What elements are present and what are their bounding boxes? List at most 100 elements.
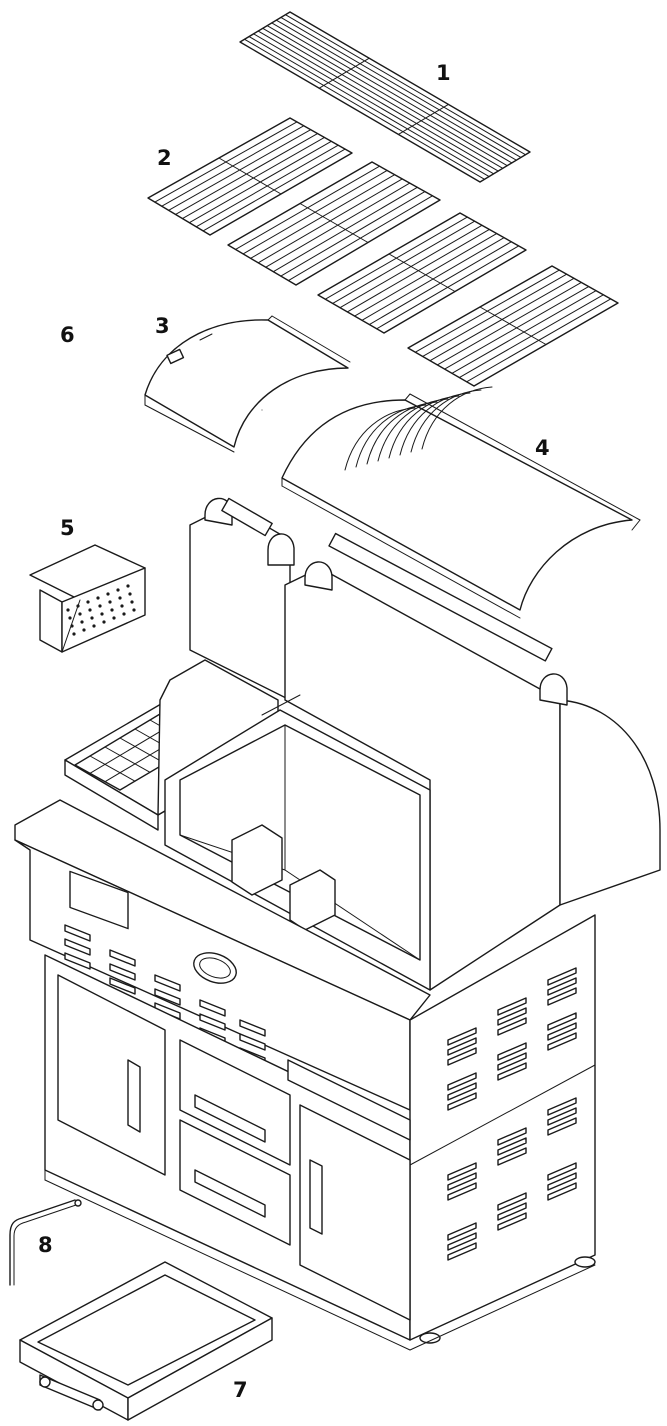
side-vent (447, 1037, 477, 1056)
front-vent (239, 1033, 266, 1051)
side-vent (497, 1127, 527, 1146)
tray-hole (100, 612, 104, 616)
front-vent (64, 938, 91, 956)
side-vent (547, 1012, 577, 1031)
grate-bar (299, 203, 369, 243)
tray-hole (116, 588, 120, 592)
tray-hole (82, 628, 86, 632)
side-vent (497, 1202, 527, 1221)
side-vent (447, 1047, 477, 1066)
front-vent (154, 988, 181, 1006)
grate-bar (257, 30, 499, 172)
side-vent (447, 1072, 477, 1091)
front-vent (64, 952, 91, 970)
tray-hole (112, 616, 116, 620)
label-part-8: 8 (38, 1233, 53, 1257)
side-vent (447, 1092, 477, 1111)
side-vent (497, 1062, 527, 1081)
side-vent (497, 1007, 527, 1026)
tray-hole (76, 604, 80, 608)
tray-hole (126, 584, 130, 588)
grate-bar (244, 38, 486, 180)
label-part-6-visible: 6 (60, 323, 75, 347)
front-vent (154, 974, 181, 992)
grate-bar (479, 306, 547, 345)
tray-hole (98, 604, 102, 608)
side-vent (547, 1032, 577, 1051)
grate-bar (388, 253, 456, 292)
side-vent (497, 1042, 527, 1061)
label-part-4: 4 (535, 436, 550, 460)
tray-hole (66, 608, 70, 612)
side-vent (547, 1097, 577, 1116)
tray-hole (102, 620, 106, 624)
tray-hole (120, 604, 124, 608)
front-vent (239, 1019, 266, 1037)
tray-hole (86, 600, 90, 604)
side-vent (497, 1052, 527, 1071)
grate-bar (284, 14, 526, 156)
grate-bar (218, 157, 282, 195)
grate-bar (104, 746, 151, 773)
side-vent (547, 1107, 577, 1126)
tray-hole (132, 608, 136, 612)
label-part-7: 7 (233, 1378, 248, 1402)
tray-hole (96, 596, 100, 600)
tray-hole (110, 608, 114, 612)
front-vent (109, 963, 136, 981)
tray-hole (122, 612, 126, 616)
side-vent (497, 1137, 527, 1156)
tray-hole (78, 612, 82, 616)
grate-bar (262, 27, 504, 169)
cooking-grate-3 (317, 212, 527, 334)
grate-bar (119, 737, 166, 764)
side-vent (547, 1172, 577, 1191)
front-vent (109, 977, 136, 995)
tray-hole (106, 592, 110, 596)
side-vent (447, 1082, 477, 1101)
side-vent (547, 1117, 577, 1136)
part-7-drip-tray (19, 1261, 273, 1421)
tray-hole (90, 616, 94, 620)
tray-hole (108, 600, 112, 604)
part-4-large-heat-shield (281, 386, 641, 619)
part-3-small-heat-shield (144, 315, 351, 453)
vent-slot (421, 386, 493, 450)
tray-hole (70, 624, 74, 628)
side-vent (447, 1232, 477, 1251)
side-vent (497, 1212, 527, 1231)
side-vent (547, 1162, 577, 1181)
part-6-grill-body (14, 409, 661, 1351)
tray-hole (68, 616, 72, 620)
side-vent (447, 1222, 477, 1241)
grate-bar (280, 16, 522, 158)
side-vent (497, 1017, 527, 1036)
grate-bar (397, 103, 449, 135)
cooking-grate-1 (147, 117, 353, 236)
tray-hole (130, 600, 134, 604)
front-vent (199, 1013, 226, 1031)
side-vent (547, 1182, 577, 1201)
label-part-1: 1 (436, 61, 451, 85)
part-5-charcoal-tray (29, 544, 146, 653)
side-vent (497, 1147, 527, 1166)
side-vent (547, 987, 577, 1006)
front-vent (109, 949, 136, 967)
tray-hole (80, 620, 84, 624)
grate-bar (253, 33, 495, 175)
label-part-2: 2 (157, 146, 172, 170)
side-vent (447, 1162, 477, 1181)
label-part-3: 3 (155, 314, 170, 338)
label-part-5: 5 (60, 516, 75, 540)
grate-bar (266, 25, 508, 167)
tray-hole (128, 592, 132, 596)
grate-bar (248, 36, 490, 178)
front-vent (64, 924, 91, 942)
part-8-l-rod (9, 1199, 82, 1286)
tray-hole (118, 596, 122, 600)
side-vent (497, 997, 527, 1016)
cooking-grate-4 (407, 265, 619, 387)
part-1-top-grate (239, 11, 531, 183)
